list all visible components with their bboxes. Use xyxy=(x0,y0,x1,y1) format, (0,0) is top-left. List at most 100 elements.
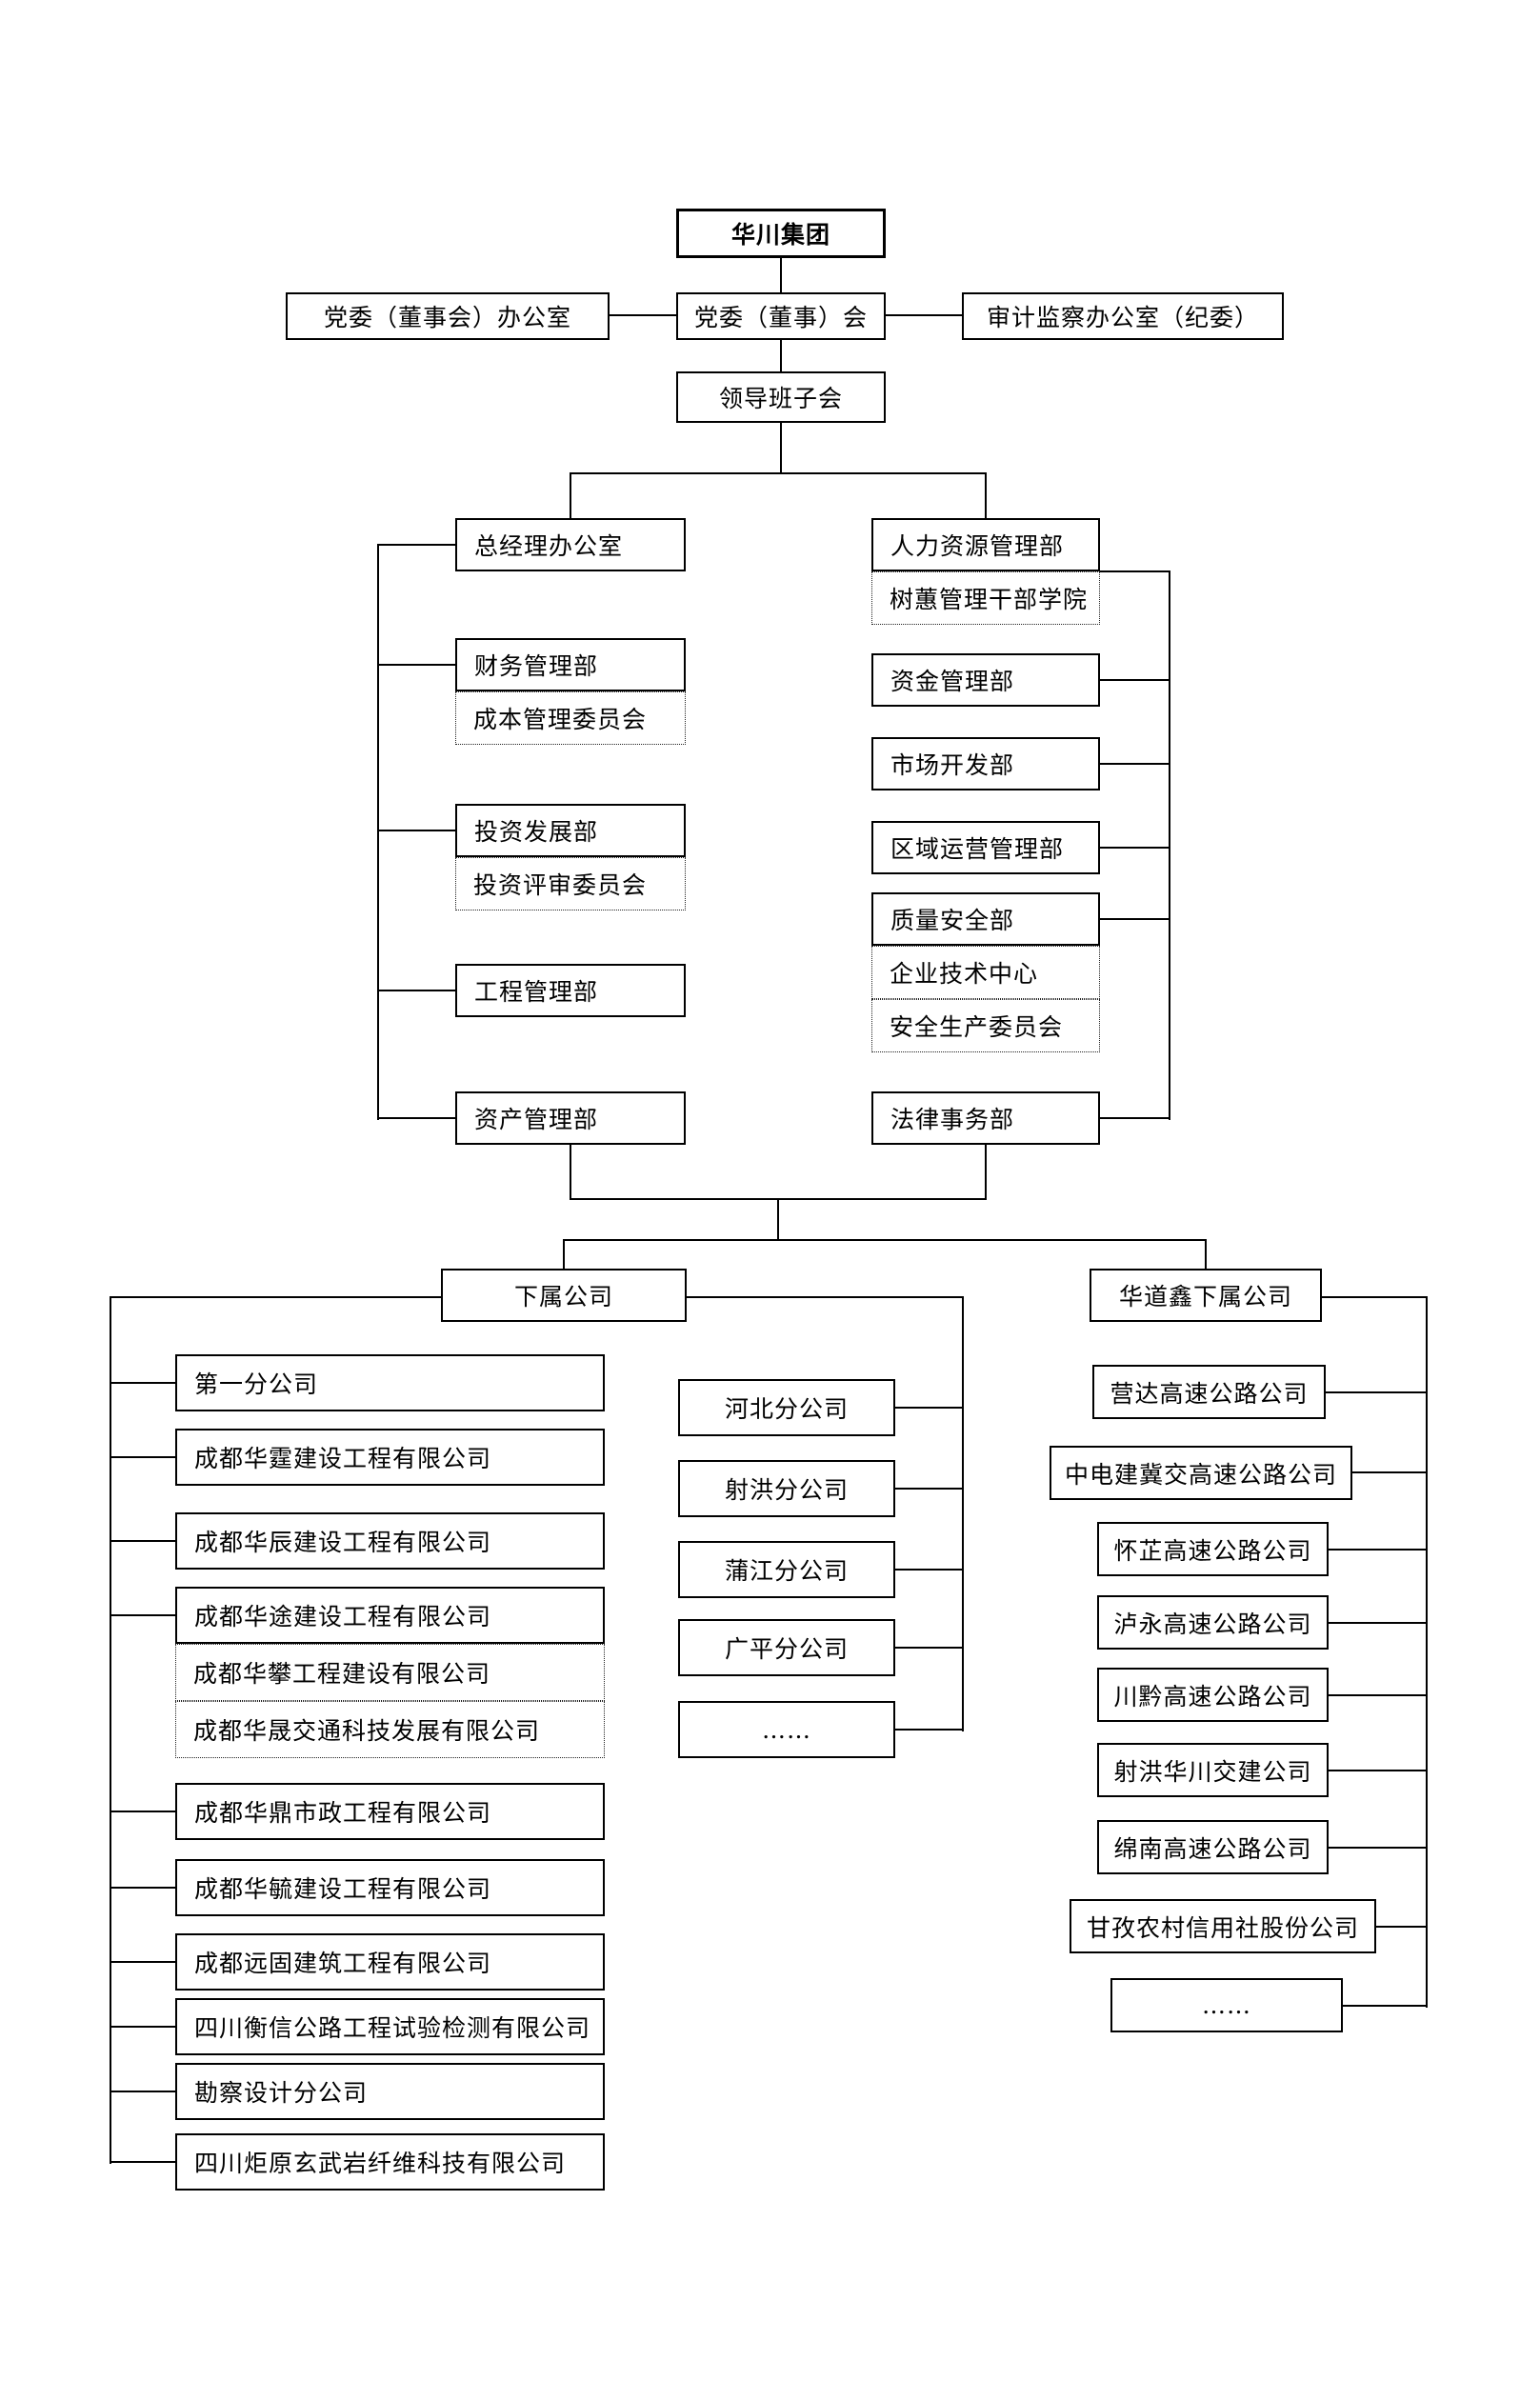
node-branch-ellipsis: …… xyxy=(678,1701,895,1758)
node-subsidiary: 成都华鼎市政工程有限公司 xyxy=(175,1783,605,1840)
connector xyxy=(1100,763,1170,765)
connector xyxy=(777,1198,779,1241)
node-regional-ops: 区域运营管理部 xyxy=(871,821,1100,874)
connector xyxy=(985,1145,987,1200)
node-huadaoxin-company: 怀芷高速公路公司 xyxy=(1097,1522,1329,1576)
connector xyxy=(780,423,782,473)
node-investment: 投资发展部 xyxy=(455,804,686,857)
connector xyxy=(110,1614,175,1616)
node-party-committee: 党委（董事）会 xyxy=(676,292,886,340)
connector xyxy=(110,1540,175,1542)
node-huadaoxin-company: 甘孜农村信用社股份公司 xyxy=(1070,1899,1376,1953)
connector xyxy=(1329,1847,1426,1849)
connector xyxy=(610,314,676,316)
node-funds: 资金管理部 xyxy=(871,653,1100,707)
node-subsidiary: 成都华辰建设工程有限公司 xyxy=(175,1512,605,1570)
node-branch: 射洪分公司 xyxy=(678,1460,895,1517)
node-investment-review: 投资评审委员会 xyxy=(455,857,686,910)
connector xyxy=(895,1569,962,1571)
connector xyxy=(985,472,987,518)
node-engineering: 工程管理部 xyxy=(455,964,686,1017)
node-party-office: 党委（董事会）办公室 xyxy=(286,292,610,340)
node-huadaoxin-company: 射洪华川交建公司 xyxy=(1097,1743,1329,1797)
connector xyxy=(895,1647,962,1649)
connector xyxy=(570,1145,571,1200)
connector xyxy=(895,1407,962,1409)
node-subsidiary: 四川衡信公路工程试验检测有限公司 xyxy=(175,1998,605,2055)
node-audit-office: 审计监察办公室（纪委） xyxy=(962,292,1284,340)
node-huadaoxin-company: 泸永高速公路公司 xyxy=(1097,1595,1329,1650)
connector xyxy=(377,1117,455,1119)
connector xyxy=(110,1382,175,1384)
connector xyxy=(1352,1471,1426,1473)
connector xyxy=(1426,1296,1428,2008)
connector xyxy=(563,1239,565,1269)
node-asset: 资产管理部 xyxy=(455,1091,686,1145)
connector xyxy=(110,1296,441,1298)
connector xyxy=(1322,1296,1428,1298)
node-leadership: 领导班子会 xyxy=(676,371,886,423)
node-subsidiaries-header: 下属公司 xyxy=(441,1269,687,1322)
node-market-dev: 市场开发部 xyxy=(871,737,1100,790)
connector xyxy=(1343,2005,1426,2007)
connector xyxy=(1329,1549,1426,1551)
connector xyxy=(780,257,782,292)
node-subsidiary: 成都华毓建设工程有限公司 xyxy=(175,1859,605,1916)
connector xyxy=(377,544,455,546)
node-huadaoxin-company: 绵南高速公路公司 xyxy=(1097,1820,1329,1874)
node-subsidiary: 四川炬原玄武岩纤维科技有限公司 xyxy=(175,2133,605,2191)
connector xyxy=(1376,1926,1426,1928)
node-huadaoxin-company: 川黔高速公路公司 xyxy=(1097,1668,1329,1722)
connector xyxy=(377,544,379,1120)
node-huadaoxin-header: 华道鑫下属公司 xyxy=(1090,1269,1322,1322)
connector xyxy=(962,1296,964,1731)
connector xyxy=(1205,1239,1207,1269)
connector xyxy=(780,340,782,371)
node-branch: 河北分公司 xyxy=(678,1379,895,1436)
connector xyxy=(895,1488,962,1490)
node-huadaoxin-company: 中电建冀交高速公路公司 xyxy=(1050,1446,1352,1500)
connector xyxy=(377,990,455,991)
node-subsidiary: 成都华霆建设工程有限公司 xyxy=(175,1429,605,1486)
connector xyxy=(895,1729,962,1731)
connector xyxy=(1169,570,1170,1120)
node-subsidiary: 成都华途建设工程有限公司 xyxy=(175,1587,605,1644)
connector xyxy=(1329,1770,1426,1771)
connector xyxy=(110,1961,175,1963)
node-branch: 蒲江分公司 xyxy=(678,1541,895,1598)
connector xyxy=(1326,1391,1426,1393)
node-subsidiary: 成都华攀工程建设有限公司 xyxy=(175,1644,605,1701)
node-subsidiary: 第一分公司 xyxy=(175,1354,605,1411)
node-cost-committee: 成本管理委员会 xyxy=(455,691,686,745)
node-shuhui-academy: 树蕙管理干部学院 xyxy=(871,571,1100,625)
connector xyxy=(110,1456,175,1458)
connector xyxy=(377,830,455,831)
node-huadaoxin-company: 营达高速公路公司 xyxy=(1092,1365,1326,1419)
node-enterprise-tech: 企业技术中心 xyxy=(871,946,1100,999)
node-hr: 人力资源管理部 xyxy=(871,518,1100,571)
node-hq: 华川集团 xyxy=(676,209,886,258)
connector xyxy=(110,2091,175,2092)
connector xyxy=(1100,1117,1170,1119)
connector xyxy=(110,1296,111,2164)
connector xyxy=(886,314,962,316)
connector xyxy=(110,2026,175,2028)
node-quality-safety: 质量安全部 xyxy=(871,892,1100,946)
connector xyxy=(564,1239,1206,1241)
connector xyxy=(110,2161,175,2163)
node-legal: 法律事务部 xyxy=(871,1091,1100,1145)
connector xyxy=(570,472,571,518)
node-gm-office: 总经理办公室 xyxy=(455,518,686,571)
node-safety-committee: 安全生产委员会 xyxy=(871,999,1100,1052)
connector xyxy=(377,664,455,666)
connector xyxy=(1329,1622,1426,1624)
node-huadaoxin-ellipsis: …… xyxy=(1110,1978,1343,2032)
connector xyxy=(1100,679,1170,681)
connector xyxy=(1100,918,1170,920)
node-subsidiary: 成都远固建筑工程有限公司 xyxy=(175,1933,605,1991)
connector xyxy=(110,1811,175,1812)
connector xyxy=(1100,847,1170,849)
node-finance: 财务管理部 xyxy=(455,638,686,691)
connector xyxy=(1100,570,1170,572)
